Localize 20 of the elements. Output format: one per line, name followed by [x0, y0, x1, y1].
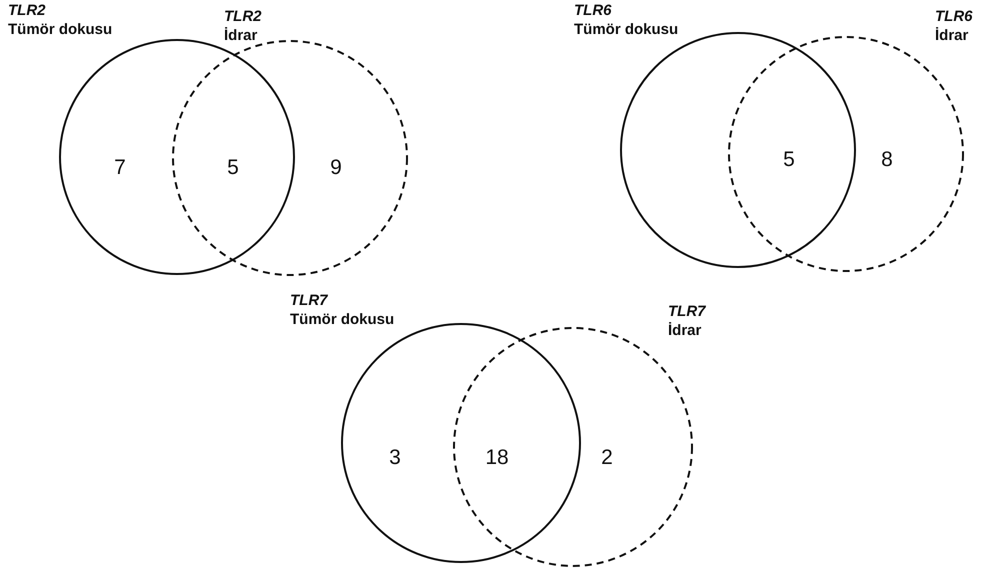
gene-label: TLR6 [935, 8, 972, 26]
sample-label: Tümör dokusu [8, 21, 112, 39]
count-label: 7 [114, 156, 126, 180]
sample-label: İdrar [224, 27, 258, 45]
sample-label: İdrar [935, 27, 968, 45]
gene-label: TLR2 [8, 2, 46, 20]
gene-label: TLR7 [290, 292, 328, 310]
count-label: 8 [881, 148, 893, 172]
sample-label: İdrar [668, 322, 702, 340]
gene-label: TLR6 [574, 2, 612, 20]
sample-label: Tümör dokusu [290, 311, 394, 329]
count-label: 5 [783, 148, 795, 172]
count-label: 3 [389, 446, 401, 470]
gene-label: TLR2 [224, 8, 262, 26]
count-label: 2 [601, 446, 613, 470]
count-label: 9 [330, 156, 342, 180]
count-label: 5 [227, 156, 239, 180]
sample-label: Tümör dokusu [574, 21, 678, 39]
count-label: 18 [485, 446, 509, 470]
gene-label: TLR7 [668, 303, 706, 321]
